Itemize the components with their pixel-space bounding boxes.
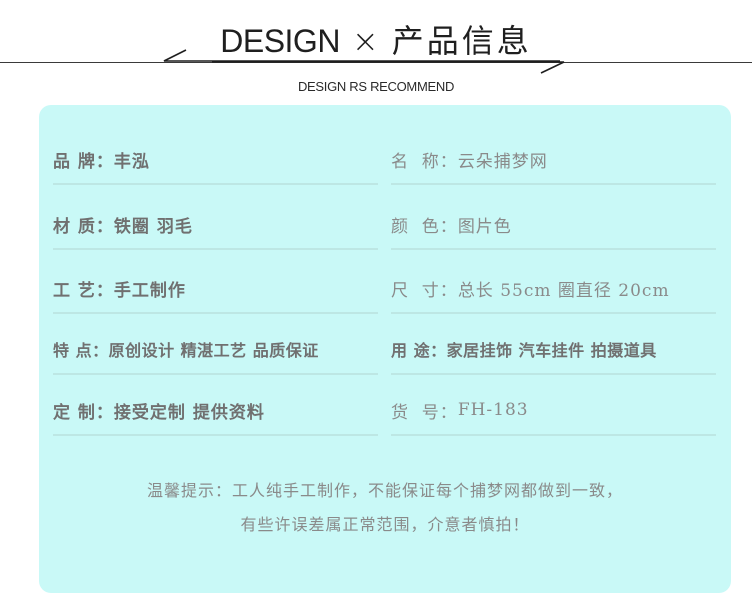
spec-craft-value: 手工制作 <box>113 280 186 301</box>
spec-size-value: 总长 55cm 圈直径 20cm <box>457 280 670 301</box>
spec-brand-value: 丰泓 <box>113 151 150 172</box>
spec-features-value: 原创设计 精湛工艺 品质保证 <box>108 341 319 360</box>
title-english: DESIGN <box>220 23 340 59</box>
spec-sku-value: FH-183 <box>457 400 529 420</box>
spec-sku: 货 号：FH-183 <box>391 386 716 436</box>
spec-craft-label: 工 艺： <box>53 280 114 301</box>
spec-features: 特 点：原创设计 精湛工艺 品质保证 <box>53 325 378 375</box>
tip-line-1: 温馨提示：工人纯手工制作，不能保证每个捕梦网都做到一致， <box>146 481 623 500</box>
spec-name-label: 名 称： <box>391 151 458 172</box>
spec-craft: 工 艺：手工制作 <box>53 264 378 314</box>
spec-usage-label: 用 途： <box>391 341 447 360</box>
spec-color: 颜 色：图片色 <box>391 200 716 250</box>
spec-material-value: 铁圈 羽毛 <box>113 216 193 237</box>
spec-features-label: 特 点： <box>53 341 109 360</box>
tip-line-2: 有些许误差属正常范围，介意者慎拍！ <box>240 515 530 534</box>
title-chinese: 产品信息 <box>391 22 532 60</box>
spec-custom: 定 制：接受定制 提供资料 <box>53 386 378 436</box>
title-separator: × <box>351 22 380 60</box>
spec-material: 材 质：铁圈 羽毛 <box>53 200 378 250</box>
spec-name: 名 称：云朵捕梦网 <box>391 135 716 185</box>
spec-custom-label: 定 制： <box>53 402 114 423</box>
spec-brand: 品 牌：丰泓 <box>53 135 378 185</box>
spec-usage-value: 家居挂饰 汽车挂件 拍摄道具 <box>446 341 657 360</box>
spec-panel: 品 牌：丰泓 材 质：铁圈 羽毛 工 艺：手工制作 特 点：原创设计 精湛工艺 … <box>39 105 731 593</box>
spec-usage: 用 途：家居挂饰 汽车挂件 拍摄道具 <box>391 325 716 375</box>
spec-custom-value: 接受定制 提供资料 <box>113 402 265 423</box>
spec-size: 尺 寸：总长 55cm 圈直径 20cm <box>391 264 716 314</box>
subtitle: DESIGN RS RECOMMEND <box>297 79 455 94</box>
spec-material-label: 材 质： <box>53 216 114 237</box>
spec-color-label: 颜 色： <box>391 216 458 237</box>
spec-size-label: 尺 寸： <box>391 280 458 301</box>
spec-name-value: 云朵捕梦网 <box>457 151 548 172</box>
spec-color-value: 图片色 <box>457 216 512 237</box>
header-bracket-decoration <box>163 49 565 74</box>
spec-sku-label: 货 号： <box>391 402 458 423</box>
spec-brand-label: 品 牌： <box>53 151 114 172</box>
header-title: DESIGN × 产品信息 <box>0 16 752 62</box>
